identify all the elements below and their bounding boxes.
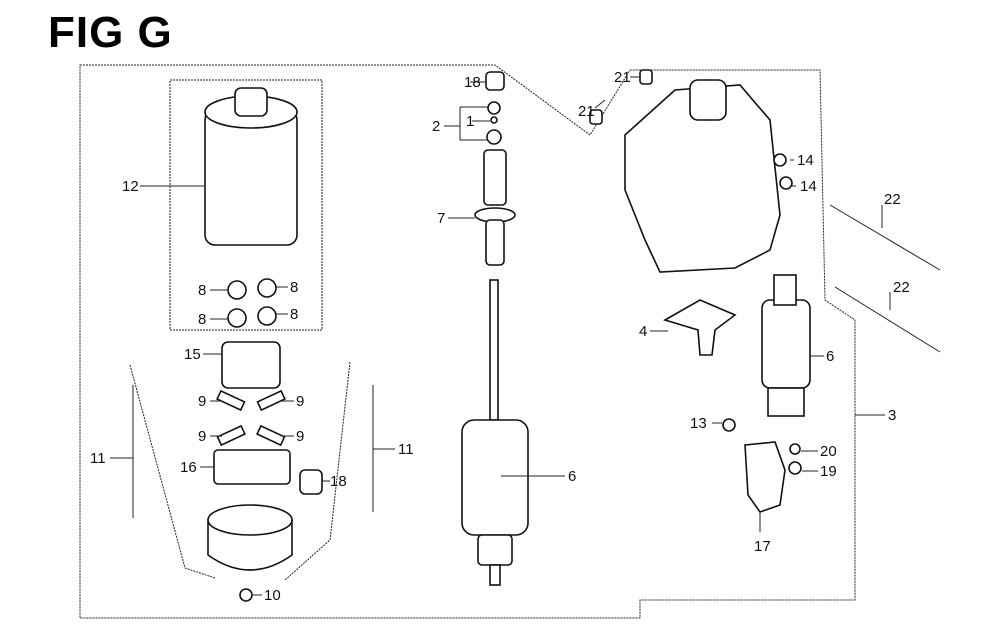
callout: 8 [198,282,206,299]
yoke-group-frame [169,79,323,331]
callout: 12 [122,178,139,195]
lever [662,299,737,356]
bushing [299,469,323,495]
callout: 9 [296,428,304,445]
nut [722,418,736,432]
pinion-parts [474,71,516,266]
insulator-plate [213,449,291,485]
terminal-cover [744,441,786,513]
callout: 9 [198,393,206,410]
callout: 13 [690,415,707,432]
dowel-pin [589,109,603,125]
callout: 19 [820,463,837,480]
brush-holder [221,341,281,389]
callout: 1 [466,113,474,130]
callout: 14 [797,152,814,169]
callout: 22 [884,191,901,208]
brush-springs [216,389,286,447]
callout: 8 [290,306,298,323]
callout: 6 [826,348,834,365]
callout: 18 [330,473,347,490]
washer [789,443,801,455]
callout: 9 [296,393,304,410]
callout-labels: 18 2 1 21 21 12 14 14 7 22 22 8 8 8 8 4 … [90,69,910,604]
solenoid [761,274,811,417]
callout: 11 [398,441,414,458]
callout: 7 [437,210,445,227]
long-bolts [829,204,941,353]
callout: 21 [614,69,631,86]
callout: 20 [820,443,837,460]
figure-title: FIG G [48,8,173,57]
callout: 11 [90,450,106,467]
callout: 10 [264,587,281,604]
dowel-pin [639,69,653,85]
callout: 15 [184,346,201,363]
callout: 21 [578,103,595,120]
assembly-frame [79,64,856,619]
callout: 8 [290,279,298,296]
washer [239,588,253,602]
callout: 14 [800,178,817,195]
callout: 17 [754,538,771,555]
brushes [227,278,277,328]
rear-cover [207,504,293,571]
callout: 16 [180,459,197,476]
leader-lines [110,76,891,596]
callout: 6 [568,468,576,485]
yoke-assembly [204,87,298,246]
callout: 3 [888,407,896,424]
callout: 2 [432,118,440,135]
callout: 9 [198,428,206,445]
nut [773,153,787,167]
callout: 18 [464,74,481,91]
front-housing [624,79,781,273]
callout: 4 [639,323,647,340]
callout: 8 [198,311,206,328]
callout: 22 [893,279,910,296]
bolt-guide-lines [129,361,351,581]
armature [461,279,529,586]
nut [779,176,793,190]
nut [788,461,802,475]
